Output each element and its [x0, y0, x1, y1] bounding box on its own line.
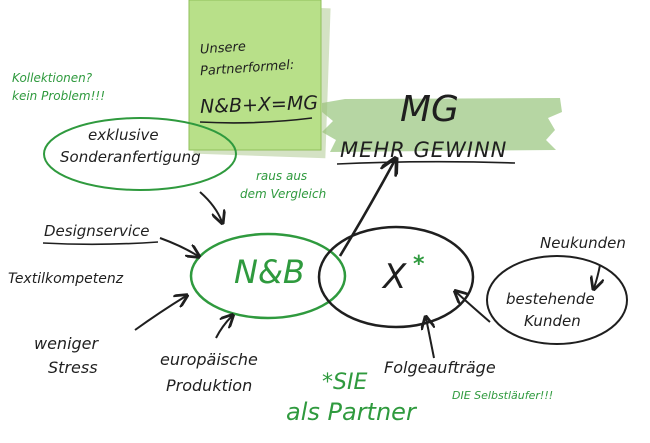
arrow-designservice-to-nb — [159, 237, 198, 256]
sticky-formula: N&B+X=MG — [199, 91, 319, 119]
note-als-partner: als Partner — [286, 398, 416, 426]
weniger-label: weniger — [34, 334, 99, 353]
exklusive-line2: Sonderanfertigung — [60, 148, 201, 166]
mg-abbr: MG — [400, 89, 459, 130]
nb-circle — [189, 232, 347, 320]
note-raus-aus: raus aus — [256, 169, 308, 183]
sticky-line1: Unsere — [199, 39, 247, 58]
arrow-bestehende-to-x — [456, 292, 491, 323]
produktion-label: Produktion — [166, 376, 253, 395]
x-star: * — [413, 252, 425, 277]
note-sie-star: *SIE — [322, 370, 368, 395]
exklusive-line1: exklusive — [88, 126, 159, 144]
europaeische-label: europäische — [160, 350, 258, 369]
sticky-note — [188, 0, 322, 151]
mg-brush-highlight — [322, 98, 562, 152]
textilkompetenz-label: Textilkompetenz — [8, 271, 124, 287]
designservice-underline — [42, 241, 159, 246]
arrow-exklusive-to-nb — [199, 191, 222, 222]
arrow-weniger-stress-to-nb — [134, 296, 186, 331]
bestehende-label: bestehende — [506, 290, 595, 308]
arrow-neukunden-down — [594, 264, 600, 288]
note-dem-vergleich: dem Vergleich — [240, 187, 327, 201]
kunden-label: Kunden — [524, 312, 581, 330]
designservice-label: Designservice — [44, 222, 150, 240]
bestehende-ellipse — [486, 255, 628, 345]
formula-underline — [199, 117, 313, 124]
mg-meaning: MEHR GEWINN — [340, 138, 508, 162]
arrow-folgeauftraege-to-x — [426, 318, 434, 359]
arrow-to-mg — [338, 160, 395, 257]
note-kollektionen: Kollektionen? — [12, 71, 93, 85]
folgeauftraege-label: Folgeaufträge — [384, 358, 496, 377]
x-circle — [317, 225, 475, 329]
exklusive-ellipse — [43, 117, 237, 191]
note-kein-problem: kein Problem!!! — [12, 89, 106, 103]
neukunden-label: Neukunden — [540, 234, 626, 252]
mg-underline — [336, 160, 516, 165]
nb-label: N&B — [234, 253, 305, 291]
note-selbstlaeufer: DIE Selbstläufer!!! — [452, 389, 554, 402]
stress-label: Stress — [48, 358, 98, 377]
arrow-europaeische-to-nb — [215, 316, 232, 339]
x-label: X — [383, 257, 407, 297]
